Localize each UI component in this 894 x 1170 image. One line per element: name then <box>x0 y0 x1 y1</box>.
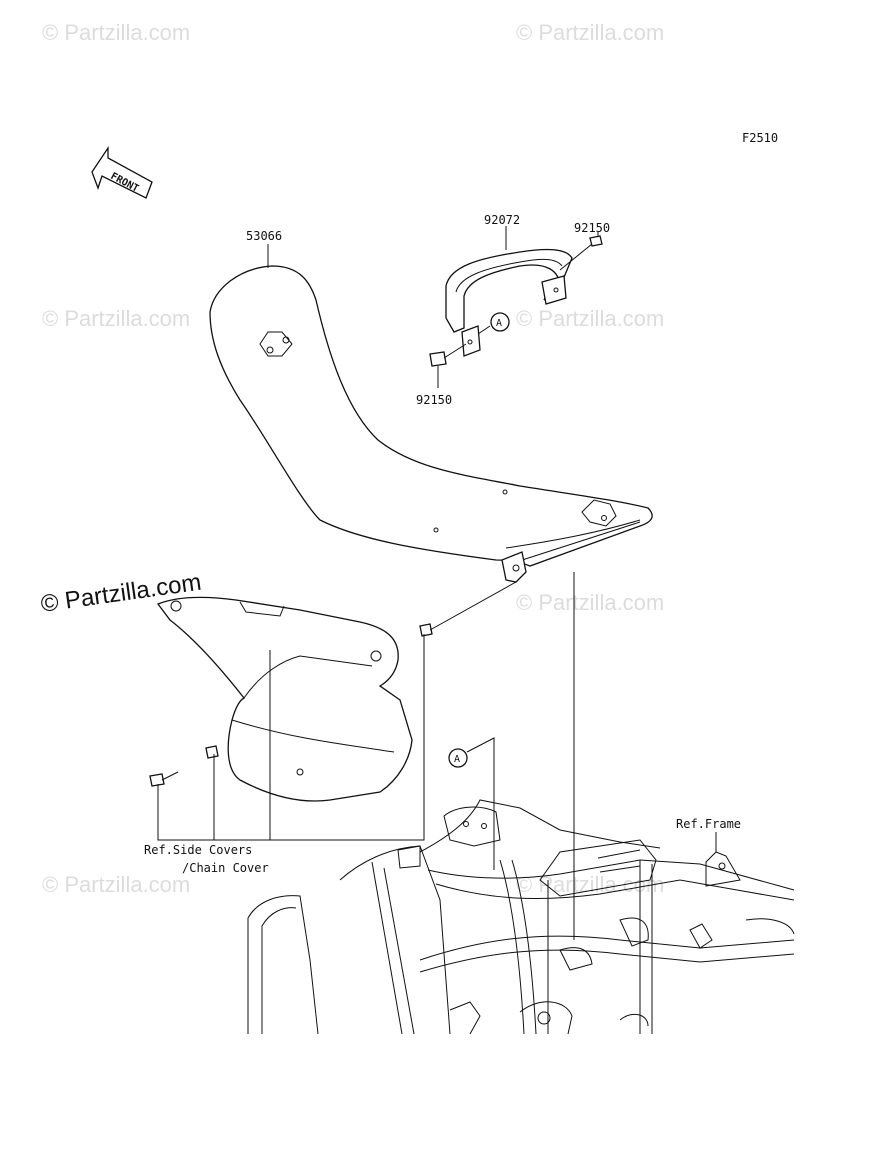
bolt-92150-left[interactable] <box>429 343 467 367</box>
side-cover-assembly-line <box>157 581 517 841</box>
grommet-upper[interactable] <box>419 623 433 637</box>
ref-marker-a-frame: A <box>448 737 495 870</box>
callout-bolt-right: 92150 <box>574 221 610 235</box>
frame-partial <box>247 799 795 1035</box>
grommet-lower[interactable] <box>205 745 219 759</box>
watermark-bottom-right: © Partzilla.com <box>516 872 664 897</box>
watermark-mid-right: © Partzilla.com <box>516 306 664 331</box>
watermark-top-right: © Partzilla.com <box>516 20 664 45</box>
figure-code: F2510 <box>742 131 778 145</box>
side-cover-bolt[interactable] <box>149 771 179 787</box>
ref-side-covers-line2: /Chain Cover <box>182 861 269 875</box>
front-direction-arrow-icon: FRONT <box>91 145 153 199</box>
ref-marker-a-top-label: A <box>496 318 502 329</box>
watermark-top-left: © Partzilla.com <box>42 20 190 45</box>
grab-bar-92072[interactable] <box>445 248 573 357</box>
ref-marker-a-top: A <box>477 312 510 335</box>
bolt-92150-right[interactable] <box>559 235 603 271</box>
ref-frame: Ref.Frame <box>676 817 741 831</box>
watermark-bottom-left: © Partzilla.com <box>42 872 190 897</box>
callout-grab-bar: 92072 <box>484 213 520 227</box>
watermark-lower-right: © Partzilla.com <box>516 590 664 615</box>
seat-53066[interactable] <box>209 265 653 583</box>
watermark-mid-left: © Partzilla.com <box>42 306 190 331</box>
callout-seat: 53066 <box>246 229 282 243</box>
ref-side-covers-line1: Ref.Side Covers <box>144 843 252 857</box>
ref-marker-a-frame-label: A <box>454 754 460 765</box>
side-cover[interactable] <box>156 596 413 802</box>
callout-bolt-left: 92150 <box>416 393 452 407</box>
